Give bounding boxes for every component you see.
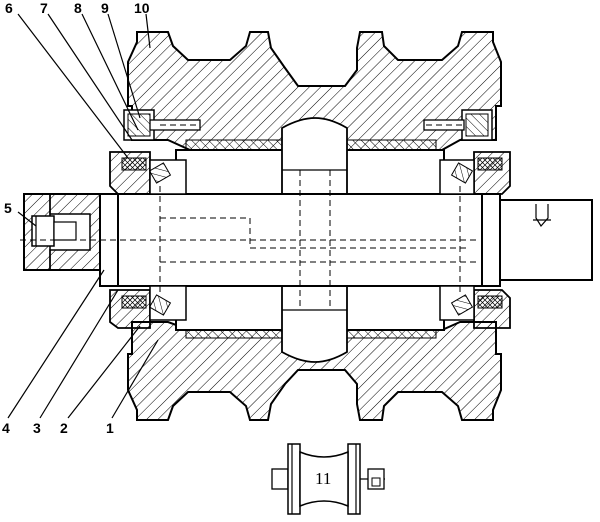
right-collar bbox=[439, 109, 511, 329]
roller-thumbnail: 11 bbox=[271, 443, 385, 515]
callout-7: 7 bbox=[40, 0, 48, 16]
callout-5: 5 bbox=[4, 200, 12, 216]
left-end-cap bbox=[23, 193, 101, 271]
callout-2: 2 bbox=[60, 420, 68, 436]
bolt-left bbox=[149, 119, 201, 131]
hidden-lines bbox=[20, 170, 480, 310]
callout-labels: 6 7 8 9 10 5 4 3 2 1 bbox=[2, 0, 150, 436]
callout-4: 4 bbox=[2, 420, 10, 436]
callout-9: 9 bbox=[101, 0, 109, 16]
callout-11: 11 bbox=[315, 469, 331, 488]
callout-3: 3 bbox=[33, 420, 41, 436]
bolt-right bbox=[423, 119, 465, 131]
callout-8: 8 bbox=[74, 0, 82, 16]
leader-lines bbox=[7, 13, 159, 419]
callout-1: 1 bbox=[106, 420, 114, 436]
callout-10: 10 bbox=[134, 0, 150, 16]
left-collar bbox=[109, 109, 187, 329]
callout-6: 6 bbox=[5, 0, 13, 16]
